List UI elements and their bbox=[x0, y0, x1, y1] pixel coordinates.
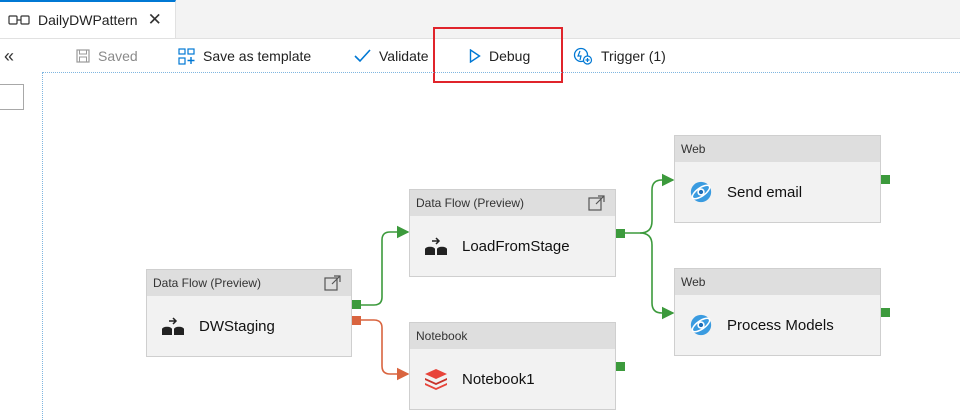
activity-name: Send email bbox=[727, 183, 803, 201]
tab-title: DailyDWPattern bbox=[38, 12, 138, 28]
dataflow-icon bbox=[161, 314, 185, 338]
debug-button[interactable]: Debug bbox=[469, 40, 530, 72]
activity-type-label: Notebook bbox=[416, 329, 468, 343]
web-activity-icon bbox=[689, 313, 713, 337]
sidebar-search-box[interactable] bbox=[0, 84, 24, 110]
trigger-icon bbox=[573, 47, 593, 65]
validate-label: Validate bbox=[379, 48, 429, 64]
validate-button[interactable]: Validate bbox=[354, 40, 429, 72]
activity-name: Notebook1 bbox=[462, 370, 535, 388]
collapse-icon[interactable]: « bbox=[4, 46, 15, 66]
activity-body: LoadFromStage bbox=[410, 216, 615, 276]
activity-dwstaging[interactable]: Data Flow (Preview) DWStaging bbox=[146, 269, 352, 357]
save-as-template-button[interactable]: Save as template bbox=[178, 40, 311, 72]
success-output-port[interactable] bbox=[881, 175, 890, 184]
checkmark-icon bbox=[354, 49, 371, 63]
activity-type-label: Data Flow (Preview) bbox=[153, 276, 262, 290]
activity-type-header: Web bbox=[675, 136, 880, 162]
play-icon bbox=[469, 49, 481, 63]
success-output-port[interactable] bbox=[616, 229, 625, 238]
template-icon bbox=[178, 47, 195, 65]
activity-type-label: Web bbox=[681, 142, 706, 156]
activity-send-email[interactable]: Web Send email bbox=[674, 135, 881, 223]
success-output-port[interactable] bbox=[616, 362, 625, 371]
activity-body: DWStaging bbox=[147, 296, 351, 356]
activity-loadfromstage[interactable]: Data Flow (Preview) LoadFromStage bbox=[409, 189, 616, 277]
activity-type-label: Web bbox=[681, 275, 706, 289]
failure-output-port[interactable] bbox=[352, 316, 361, 325]
activity-type-header: Notebook bbox=[410, 323, 615, 349]
pipeline-canvas[interactable] bbox=[42, 72, 960, 420]
success-output-port[interactable] bbox=[881, 308, 890, 317]
saved-button: Saved bbox=[76, 40, 138, 72]
activity-name: Process Models bbox=[727, 316, 834, 334]
dataflow-icon bbox=[424, 234, 448, 258]
activity-body: Notebook1 bbox=[410, 349, 615, 409]
web-activity-icon bbox=[689, 180, 713, 204]
pipeline-icon bbox=[8, 15, 30, 25]
debug-label: Debug bbox=[489, 48, 531, 64]
activity-notebook1[interactable]: Notebook Notebook1 bbox=[409, 322, 616, 410]
save-icon bbox=[76, 49, 90, 63]
trigger-button[interactable]: Trigger (1) bbox=[573, 40, 666, 72]
activity-body: Process Models bbox=[675, 295, 880, 355]
save-as-template-label: Save as template bbox=[203, 48, 312, 64]
tab-pipeline[interactable]: DailyDWPattern ✕ bbox=[0, 0, 176, 38]
activity-type-header: Data Flow (Preview) bbox=[410, 190, 615, 216]
activity-name: DWStaging bbox=[199, 317, 275, 335]
activity-type-header: Web bbox=[675, 269, 880, 295]
notebook-icon bbox=[424, 367, 448, 391]
activity-process-models[interactable]: Web Process Models bbox=[674, 268, 881, 356]
success-output-port[interactable] bbox=[352, 300, 361, 309]
activity-type-header: Data Flow (Preview) bbox=[147, 270, 351, 296]
tab-bar: DailyDWPattern ✕ bbox=[0, 0, 960, 39]
activity-body: Send email bbox=[675, 162, 880, 222]
trigger-label: Trigger (1) bbox=[601, 48, 666, 64]
open-external-icon[interactable] bbox=[324, 275, 341, 292]
activity-type-label: Data Flow (Preview) bbox=[416, 196, 525, 210]
saved-label: Saved bbox=[98, 48, 138, 64]
open-external-icon[interactable] bbox=[588, 195, 605, 212]
activity-name: LoadFromStage bbox=[462, 237, 570, 255]
close-icon[interactable]: ✕ bbox=[147, 10, 162, 29]
